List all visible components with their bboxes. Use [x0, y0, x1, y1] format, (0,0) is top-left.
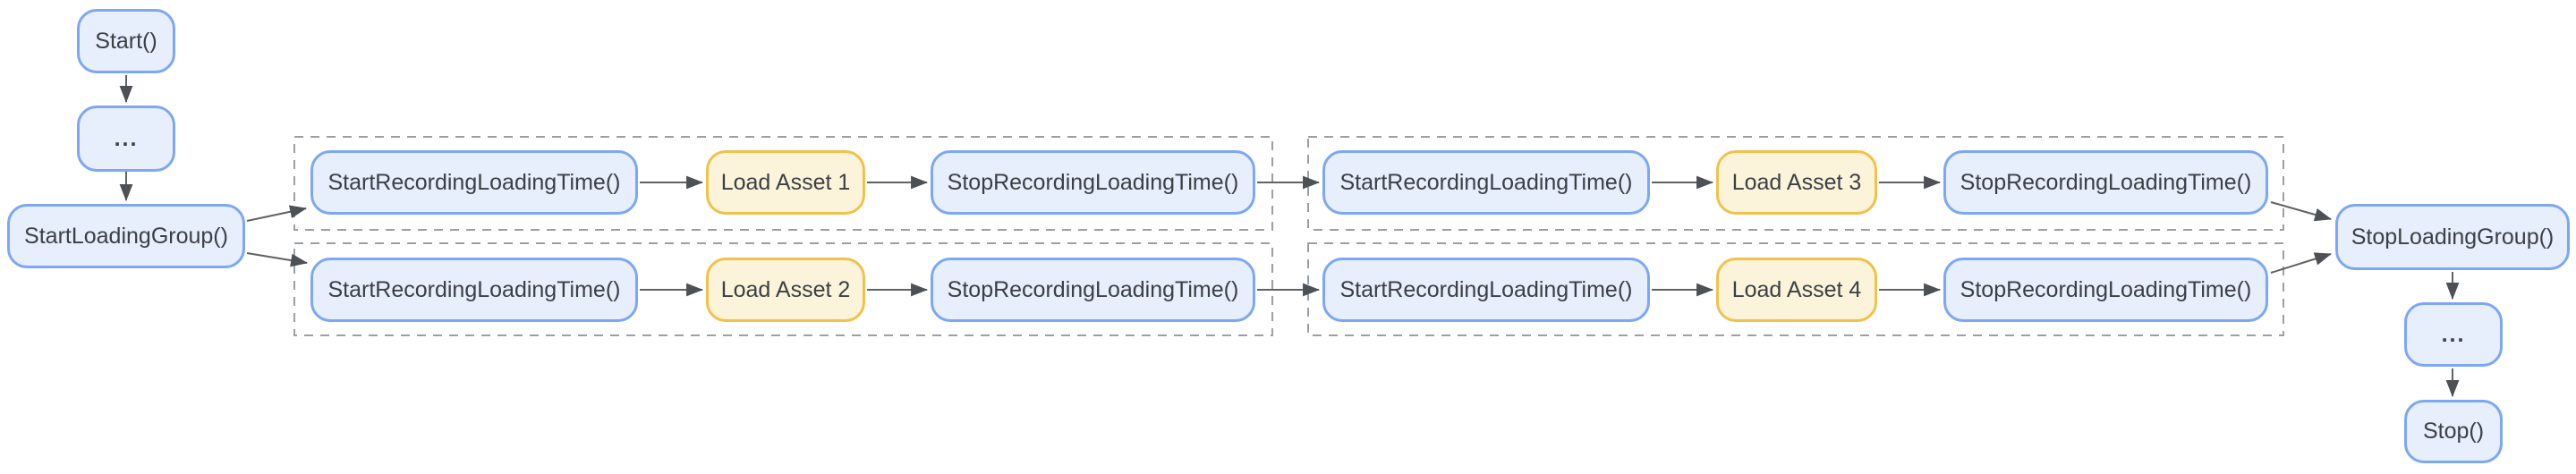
- node-g2r1-stop-recording: StopRecordingLoadingTime(): [1943, 150, 2268, 215]
- node-g1r2-start-recording: StartRecordingLoadingTime(): [310, 258, 638, 322]
- node-start-loading-group: StartLoadingGroup(): [7, 204, 245, 268]
- node-ellipsis-before: ...: [77, 106, 175, 172]
- node-start: Start(): [77, 9, 175, 73]
- node-stop: Stop(): [2404, 400, 2503, 463]
- node-ellipsis-after: ...: [2404, 302, 2503, 367]
- edge-start-loading-group-to-row1: [246, 205, 308, 222]
- loading-group-2-row-1-boundary: [1307, 136, 2284, 231]
- edge-row1-to-stop-loading-group: [2270, 201, 2333, 222]
- edge-start-loading-group-to-row2: [246, 252, 309, 267]
- node-g2r1-start-recording: StartRecordingLoadingTime(): [1322, 150, 1650, 215]
- node-g1r2-stop-recording: StopRecordingLoadingTime(): [931, 258, 1255, 322]
- node-g2r2-start-recording: StartRecordingLoadingTime(): [1322, 258, 1650, 322]
- node-g1r2-load-asset-2: Load Asset 2: [706, 258, 865, 322]
- node-g1r1-stop-recording: StopRecordingLoadingTime(): [931, 150, 1255, 215]
- loading-group-1-row-2-boundary: [293, 242, 1273, 336]
- edge-row2-to-stop-loading-group: [2270, 252, 2333, 274]
- loading-group-1-row-1-boundary: [293, 136, 1273, 231]
- node-g2r2-load-asset-4: Load Asset 4: [1716, 258, 1877, 322]
- node-stop-loading-group: StopLoadingGroup(): [2335, 204, 2570, 270]
- node-g1r1-start-recording: StartRecordingLoadingTime(): [310, 150, 638, 215]
- node-g1r1-load-asset-1: Load Asset 1: [706, 150, 865, 215]
- node-g2r1-load-asset-3: Load Asset 3: [1716, 150, 1877, 215]
- node-g2r2-stop-recording: StopRecordingLoadingTime(): [1943, 258, 2268, 322]
- loading-group-2-row-2-boundary: [1307, 242, 2284, 336]
